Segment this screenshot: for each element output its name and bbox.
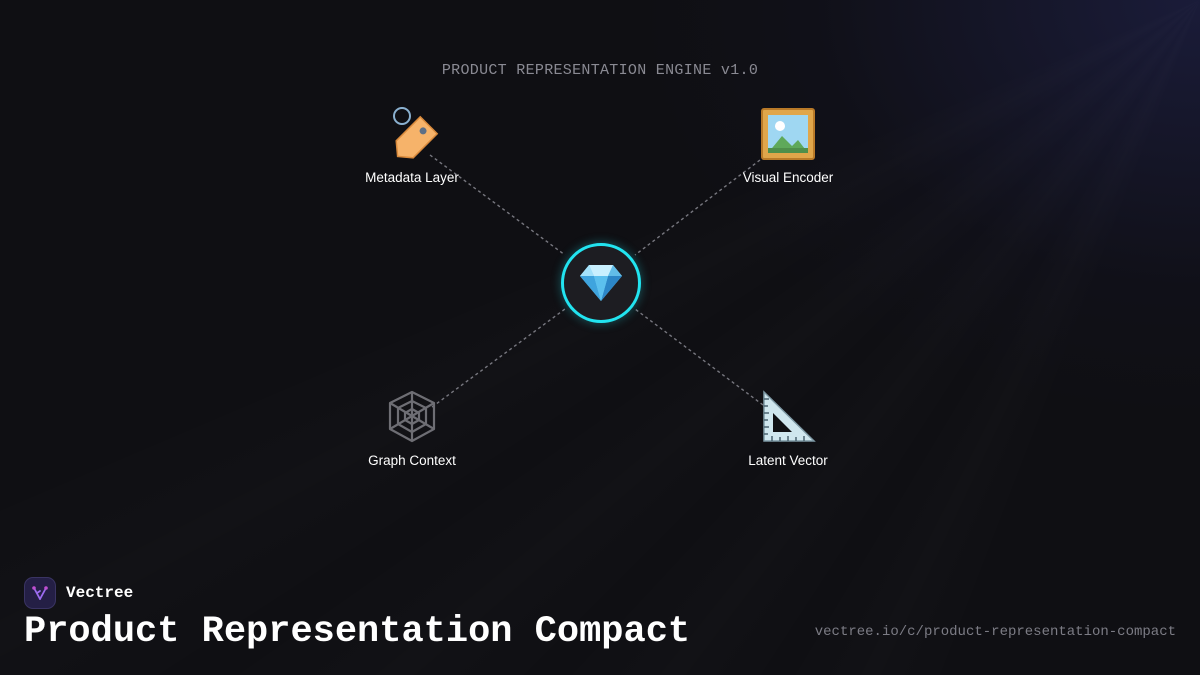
node-label-latent-vector: Latent Vector [748, 453, 828, 468]
node-metadata-layer[interactable]: Metadata Layer [332, 106, 492, 185]
link-latent [634, 308, 764, 406]
link-visual [634, 159, 761, 256]
node-label-metadata-layer: Metadata Layer [365, 170, 459, 185]
node-latent-vector[interactable]: Latent Vector [708, 389, 868, 468]
page-title: Product Representation Compact [24, 611, 691, 653]
page-url[interactable]: vectree.io/c/product-representation-comp… [814, 624, 1176, 640]
node-label-visual-encoder: Visual Encoder [742, 170, 834, 185]
triangular-ruler-icon [763, 390, 816, 442]
node-graph-context[interactable]: Graph Context [332, 389, 492, 468]
brand[interactable]: Vectree [24, 577, 133, 609]
engine-title: PRODUCT REPRESENTATION ENGINE v1.0 [441, 62, 759, 79]
spider-web-icon [388, 390, 436, 443]
tag-icon [393, 107, 439, 159]
brand-name: Vectree [66, 584, 134, 602]
node-label-graph-context: Graph Context [368, 453, 456, 468]
node-visual-encoder[interactable]: Visual Encoder [708, 106, 868, 185]
link-metadata [429, 154, 566, 256]
framed-picture-icon [761, 108, 815, 160]
vectree-logo-icon [24, 577, 56, 609]
central-hub[interactable] [561, 243, 641, 323]
gem-icon [580, 265, 622, 301]
